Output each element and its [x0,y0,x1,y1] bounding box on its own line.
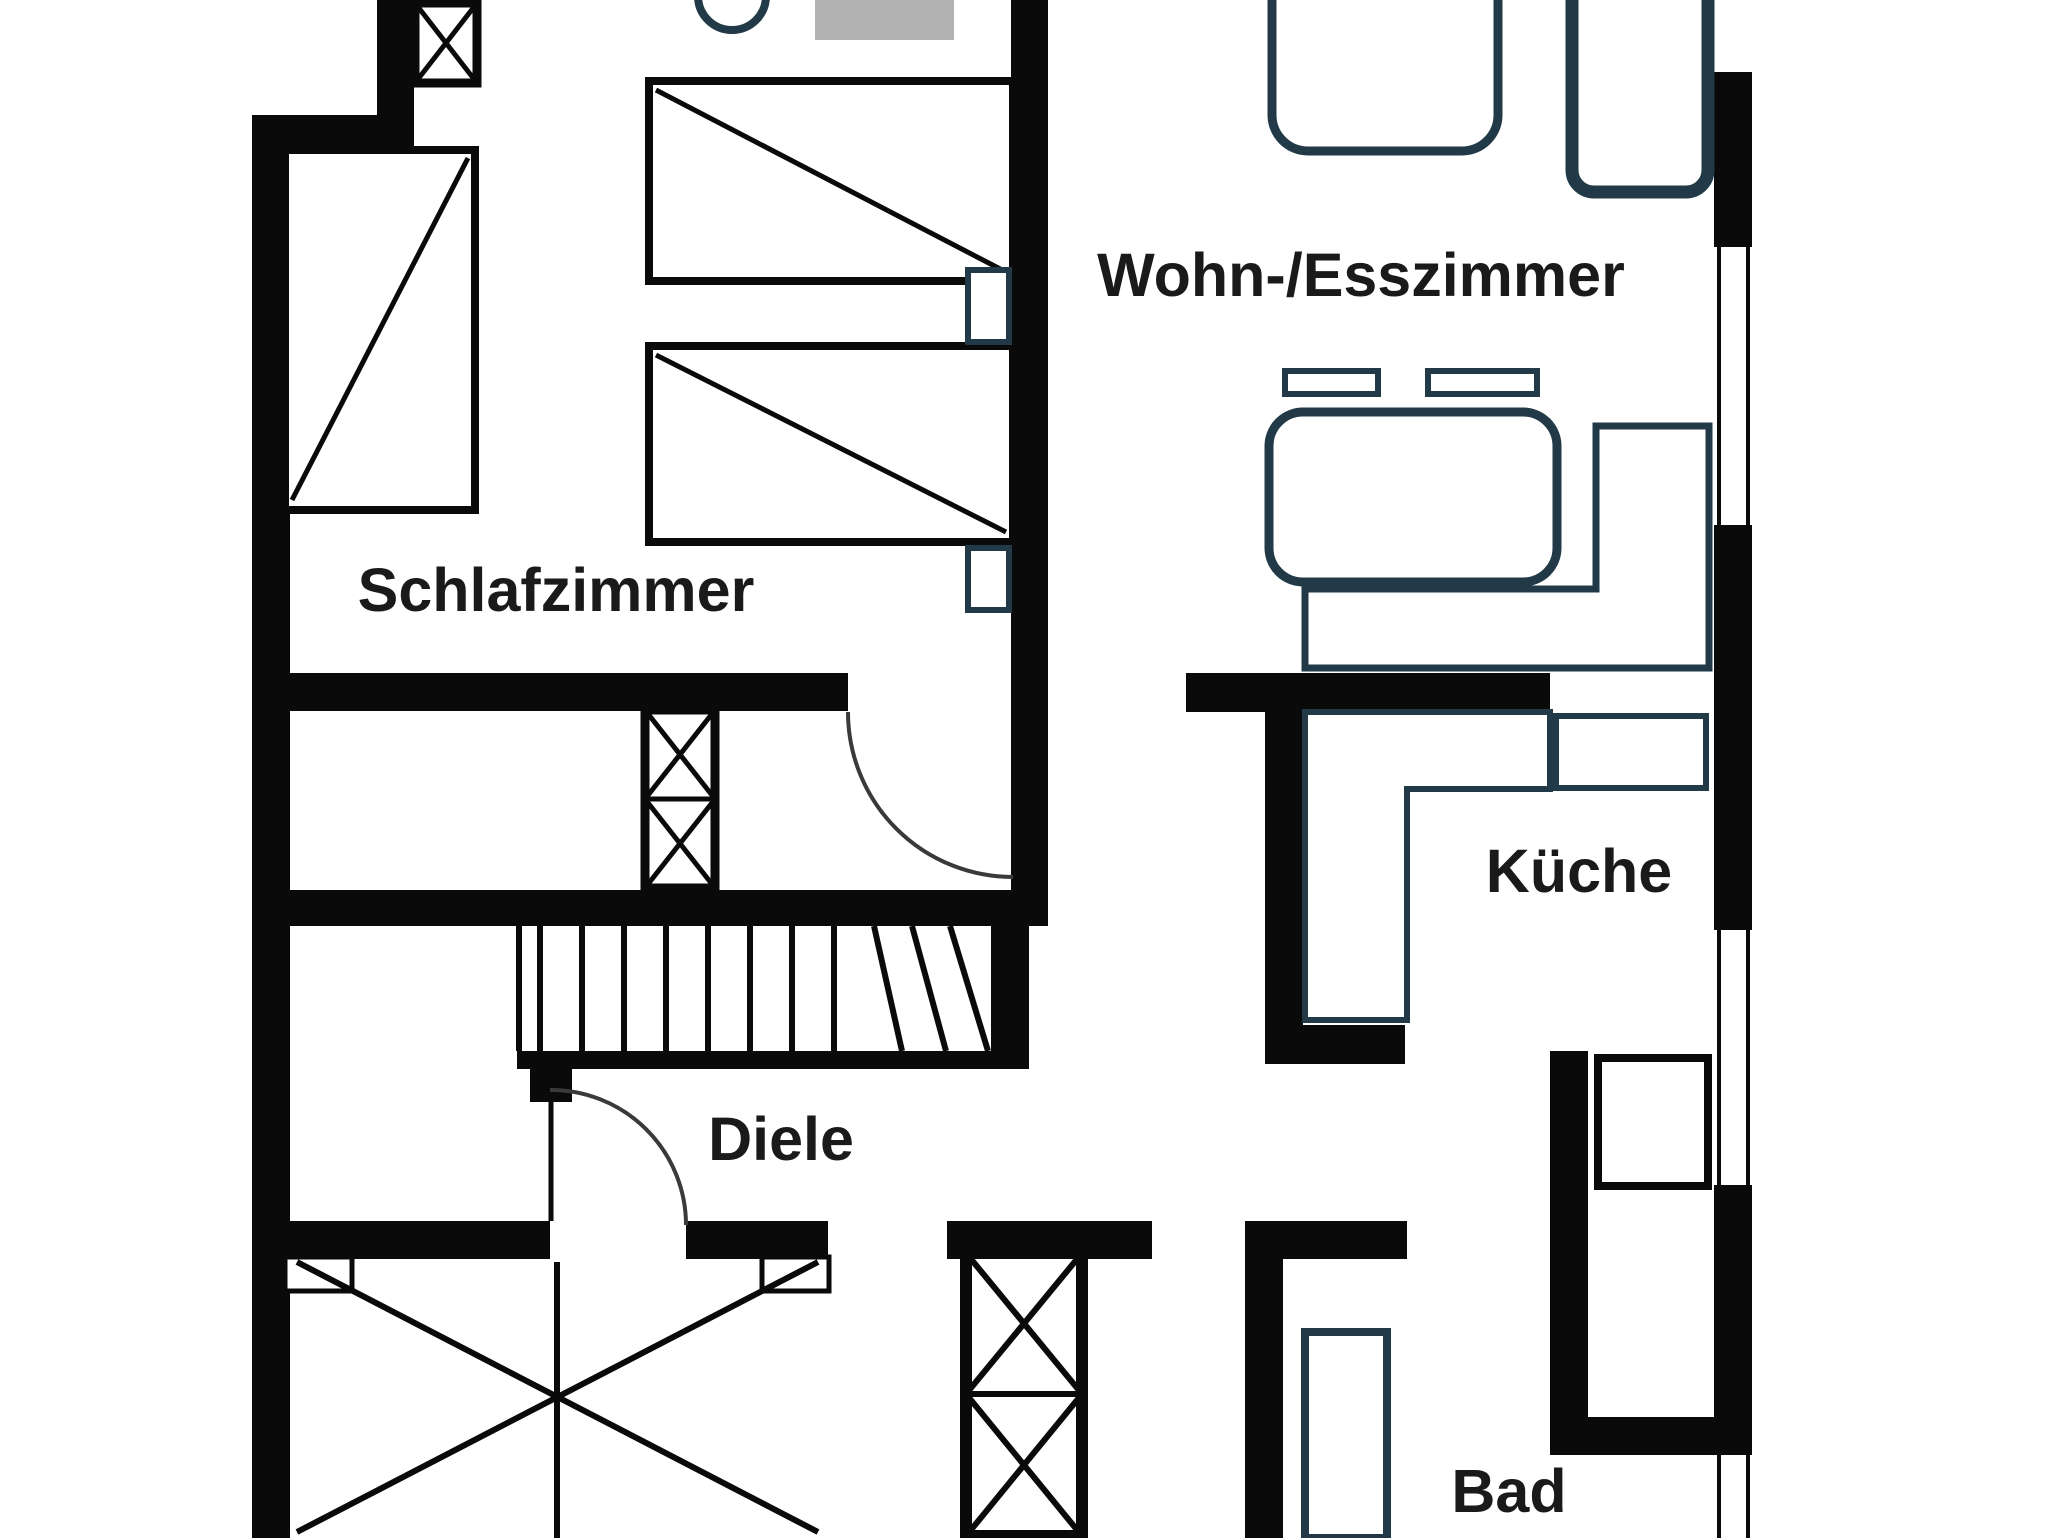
wardrobe-x-icon [640,705,720,893]
room-label-living: Wohn-/Esszimmer [1097,241,1625,309]
wall-right-outer-seg3 [1714,1185,1752,1455]
wall-right-mid-vertical [1550,1051,1588,1455]
wall-kitchen-left [1265,712,1303,1058]
stairs-icon [516,925,991,1052]
bed-icon [645,77,1017,285]
wall-bath-left [1245,1247,1283,1538]
door-arc-icon [549,1087,688,1226]
room-label-hallway: Diele [708,1105,854,1173]
garage-door-icon [282,1254,832,1538]
bed-diagonal [654,352,1008,535]
door-post [530,1064,572,1102]
bedroom-furniture [281,0,1017,613]
walls [252,0,1752,1538]
armchair-icon [1565,0,1715,199]
windows-right-wall [1717,247,1750,1538]
nightstand-icon [965,545,1012,613]
cabinet-x-icon [410,0,482,88]
wall-hall-north [265,890,1048,926]
wall-stair-right [991,924,1029,1068]
bath-fixtures [1301,1054,1712,1538]
kitchen-fixtures [1302,709,1709,1023]
dining-chair-icon [1425,368,1540,397]
wall-right-outer-seg2 [1714,525,1752,930]
bed-diagonal [654,87,1008,275]
wall-top-left-stub [377,0,414,152]
door-arc-icon [846,711,1014,879]
room-label-kitchen: Küche [1486,837,1672,905]
living-furniture [694,0,1715,672]
stair-bottom-edge [517,1051,1029,1069]
shaft-x-icon [960,1247,1088,1538]
wall-bedroom-south [265,673,848,711]
sideboard-icon [1267,0,1503,156]
kitchen-counter-right-icon [1553,713,1709,791]
appliance-gray-icon [815,0,954,40]
lamp-icon [694,0,770,34]
wall-bedroom-living-divider [1011,0,1048,924]
kitchen-counter-icon [1302,709,1553,1023]
wall-kitchen-divider [1186,673,1550,712]
dining-chair-icon [1282,368,1381,397]
wall-south-a1 [265,1221,550,1259]
dining-table-icon [1264,407,1562,587]
wall-right-outer-seg1 [1714,72,1752,247]
room-label-bathroom: Bad [1451,1457,1566,1525]
room-labels: Wohn-/Esszimmer Schlafzimmer Küche Diele… [358,241,1673,1525]
room-label-bedroom: Schlafzimmer [358,556,755,624]
bed-diagonal [289,156,471,502]
nightstand-icon [965,267,1012,345]
duct-window-icon [1594,1054,1712,1190]
corner-bench-icon [1301,422,1713,672]
doors [548,711,1014,1226]
wall-kitchen-stub [1265,1025,1405,1064]
wall-south-a2 [686,1221,828,1259]
shower-icon [1301,1328,1391,1538]
